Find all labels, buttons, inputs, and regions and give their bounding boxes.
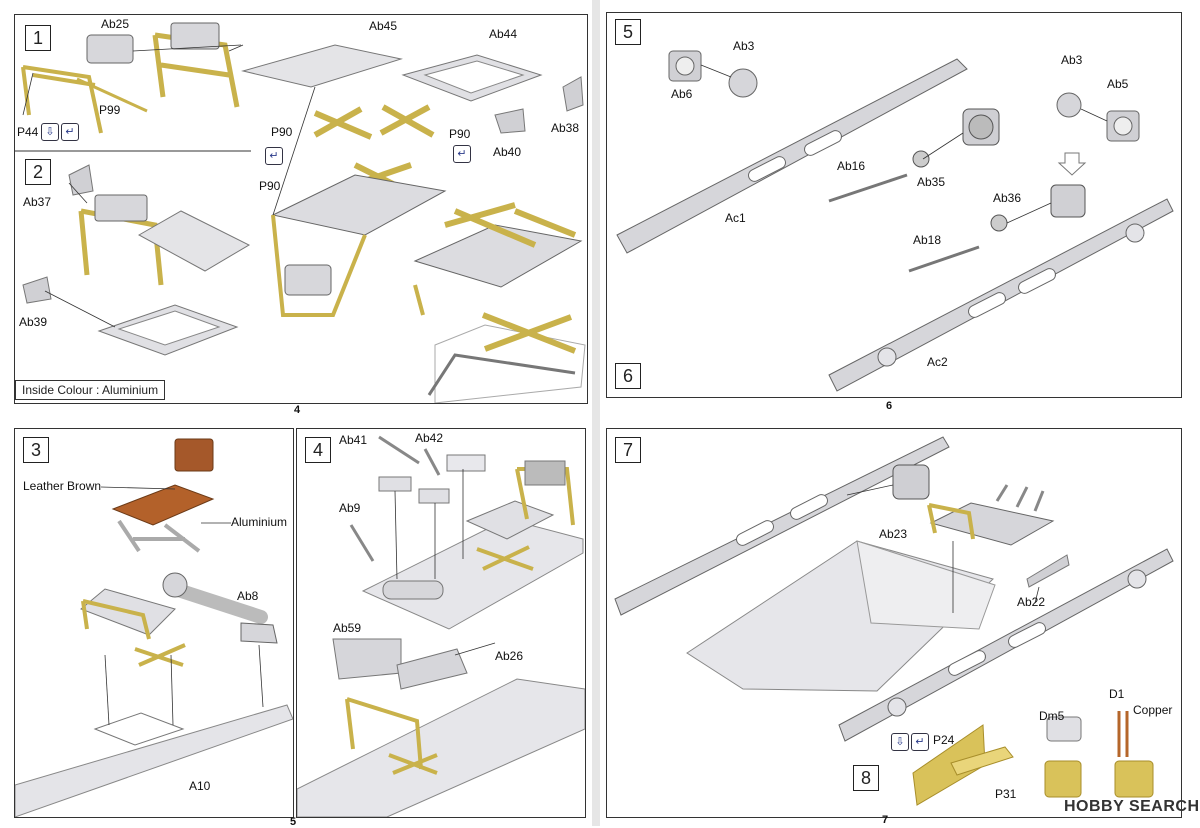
part-label-ac1: Ac1 xyxy=(725,211,746,225)
bend-icon: ↵ xyxy=(911,733,929,751)
page-gutter-left xyxy=(592,0,600,826)
part-label-ab5: Ab5 xyxy=(1107,77,1129,91)
part-label-ab18: Ab18 xyxy=(913,233,942,247)
part-label-ab42: Ab42 xyxy=(415,431,444,445)
step-number-5: 5 xyxy=(615,19,641,45)
arrow-down-icon: ⇩ xyxy=(891,733,909,751)
part-label-ab59: Ab59 xyxy=(333,621,362,635)
bend-icon: ↵ xyxy=(265,147,283,165)
page-number-7: 7 xyxy=(882,814,889,826)
part-label-ab9: Ab9 xyxy=(339,501,361,515)
part-label-p90-center: P90 xyxy=(259,179,281,193)
part-label-ab38: Ab38 xyxy=(551,121,580,135)
step-1-2-illustration xyxy=(15,22,586,403)
part-label-ab45: Ab45 xyxy=(369,19,398,33)
step-3-illustration xyxy=(15,438,293,817)
page-number-6: 6 xyxy=(886,400,893,412)
part-label-ab35: Ab35 xyxy=(917,175,946,189)
step-4-panel: 4 Ab41 Ab42 Ab9 Ab59 Ab26 xyxy=(296,428,586,818)
bend-icon: ↵ xyxy=(61,123,79,141)
part-label-ab3-right: Ab3 xyxy=(1061,53,1083,67)
color-label-aluminium: Aluminium xyxy=(231,515,288,529)
step-number-8: 8 xyxy=(853,765,879,791)
part-label-ab37: Ab37 xyxy=(23,195,52,209)
part-label-dm5: Dm5 xyxy=(1039,709,1065,723)
color-label-leather-brown: Leather Brown xyxy=(23,479,102,493)
part-label-ab8: Ab8 xyxy=(237,589,259,603)
part-label-ab23: Ab23 xyxy=(879,527,908,541)
part-label-ab41: Ab41 xyxy=(339,433,368,447)
part-label-p31: P31 xyxy=(995,787,1017,801)
step-number-3: 3 xyxy=(23,437,49,463)
part-label-d1: D1 xyxy=(1109,687,1125,701)
part-label-ab22: Ab22 xyxy=(1017,595,1046,609)
part-label-p90-right: P90 xyxy=(449,127,471,141)
inside-colour-note: Inside Colour : Aluminium xyxy=(15,380,166,400)
part-label-ab26: Ab26 xyxy=(495,649,524,663)
step-number-6: 6 xyxy=(615,363,641,389)
part-label-p44: P44 xyxy=(17,125,39,139)
part-label-p24: P24 xyxy=(933,733,955,747)
arrow-down-icon: ⇩ xyxy=(41,123,59,141)
page-number-5: 5 xyxy=(290,816,297,828)
hobby-search-watermark: HOBBY SEARCH xyxy=(1064,798,1200,815)
part-label-ab16: Ab16 xyxy=(837,159,866,173)
step-7-8-panel: 7 8 Ab23 Ab22 ⇩ ↵ P24 P31 Dm5 D1 Copper xyxy=(606,428,1182,818)
color-label-copper: Copper xyxy=(1133,703,1173,717)
step-1-2-panel: 1 2 Ab25 Ab45 Ab44 P99 P44 ⇩ ↵ P90 P90 P… xyxy=(14,14,588,404)
part-label-p99: P99 xyxy=(99,103,121,117)
bend-icon: ↵ xyxy=(453,145,471,163)
part-label-ab6: Ab6 xyxy=(671,87,693,101)
part-label-p90-left: P90 xyxy=(271,125,293,139)
page-number-4: 4 xyxy=(294,404,301,416)
step-number-2: 2 xyxy=(25,159,51,185)
step-5-6-illustration xyxy=(616,50,1174,392)
step-5-6-panel: 5 6 Ab6 Ab3 Ab3 Ab5 Ab16 Ab35 Ac1 Ab36 A… xyxy=(606,12,1182,398)
step-number-4: 4 xyxy=(305,437,331,463)
part-label-ab40: Ab40 xyxy=(493,145,522,159)
part-label-ab3-left: Ab3 xyxy=(733,39,755,53)
part-label-ab44: Ab44 xyxy=(489,27,518,41)
part-label-ab25: Ab25 xyxy=(101,17,130,31)
step-number-1: 1 xyxy=(25,25,51,51)
part-label-ac2: Ac2 xyxy=(927,355,948,369)
part-label-a10: A10 xyxy=(189,779,211,793)
step-3-panel: 3 Leather Brown Aluminium Ab8 A10 xyxy=(14,428,294,818)
part-label-ab39: Ab39 xyxy=(19,315,48,329)
step-7-8-illustration xyxy=(614,436,1174,806)
step-4-illustration xyxy=(297,435,585,817)
part-label-ab36: Ab36 xyxy=(993,191,1022,205)
step-number-7: 7 xyxy=(615,437,641,463)
